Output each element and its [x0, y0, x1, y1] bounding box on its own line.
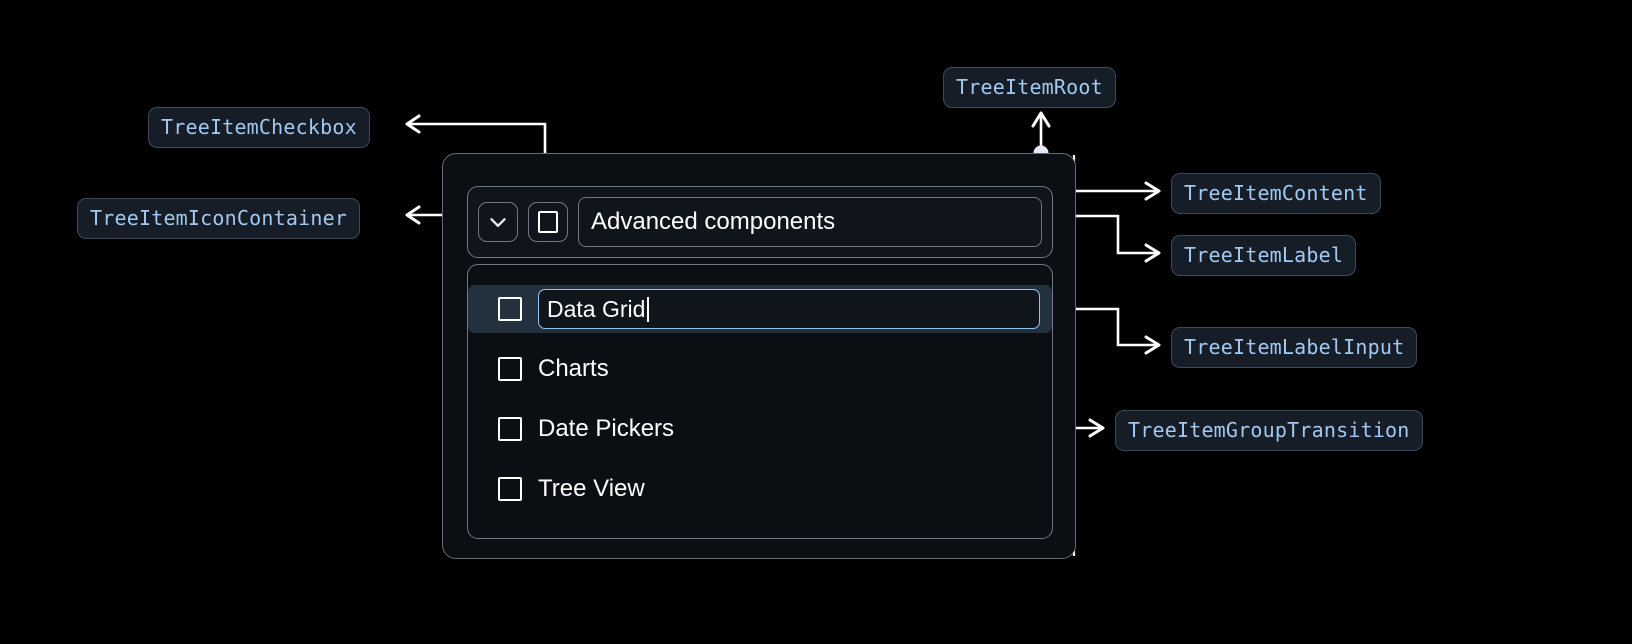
tree-item-label[interactable]: Advanced components	[578, 197, 1042, 247]
tree-item-icon-container[interactable]	[478, 202, 518, 242]
tree-item-label: Tree View	[538, 475, 645, 502]
tree-item-checkbox[interactable]	[498, 357, 522, 381]
badge-tree-item-root: TreeItemRoot	[943, 67, 1116, 108]
tree-item-checkbox[interactable]	[498, 297, 522, 321]
badge-tree-item-checkbox: TreeItemCheckbox	[148, 107, 370, 148]
badge-tree-item-content: TreeItemContent	[1171, 173, 1381, 214]
chevron-down-icon	[485, 209, 511, 235]
badge-tree-item-icon-container: TreeItemIconContainer	[77, 198, 361, 239]
badge-tree-item-label-input: TreeItemLabelInput	[1171, 327, 1418, 368]
badge-tree-item-group-transition: TreeItemGroupTransition	[1115, 410, 1423, 451]
tree-item-checkbox[interactable]	[498, 417, 522, 441]
tree-item-content[interactable]: Advanced components	[467, 186, 1053, 258]
checkbox-square-icon	[538, 211, 558, 233]
tree-item-label: Date Pickers	[538, 415, 675, 442]
text-caret	[647, 296, 650, 322]
tree-item-checkbox[interactable]	[528, 202, 568, 242]
tree-item-row-tree-view[interactable]: Tree View	[468, 465, 1052, 513]
tree-item-row-date-pickers[interactable]: Date Pickers	[468, 405, 1052, 453]
tree-item-row-charts[interactable]: Charts	[468, 345, 1052, 393]
tree-item-checkbox[interactable]	[498, 477, 522, 501]
tree-item-root[interactable]: Advanced components Data Grid Charts Dat…	[442, 153, 1076, 559]
tree-item-group-transition: Data Grid Charts Date Pickers Tree View	[467, 264, 1053, 539]
tree-item-label-input[interactable]: Data Grid	[538, 289, 1040, 329]
tree-item-label-text: Advanced components	[591, 208, 836, 235]
tree-item-label-input-value: Data Grid	[547, 295, 646, 322]
tree-item-label: Charts	[538, 355, 609, 382]
badge-tree-item-label: TreeItemLabel	[1171, 235, 1357, 276]
tree-item-row-data-grid[interactable]: Data Grid	[468, 285, 1052, 333]
